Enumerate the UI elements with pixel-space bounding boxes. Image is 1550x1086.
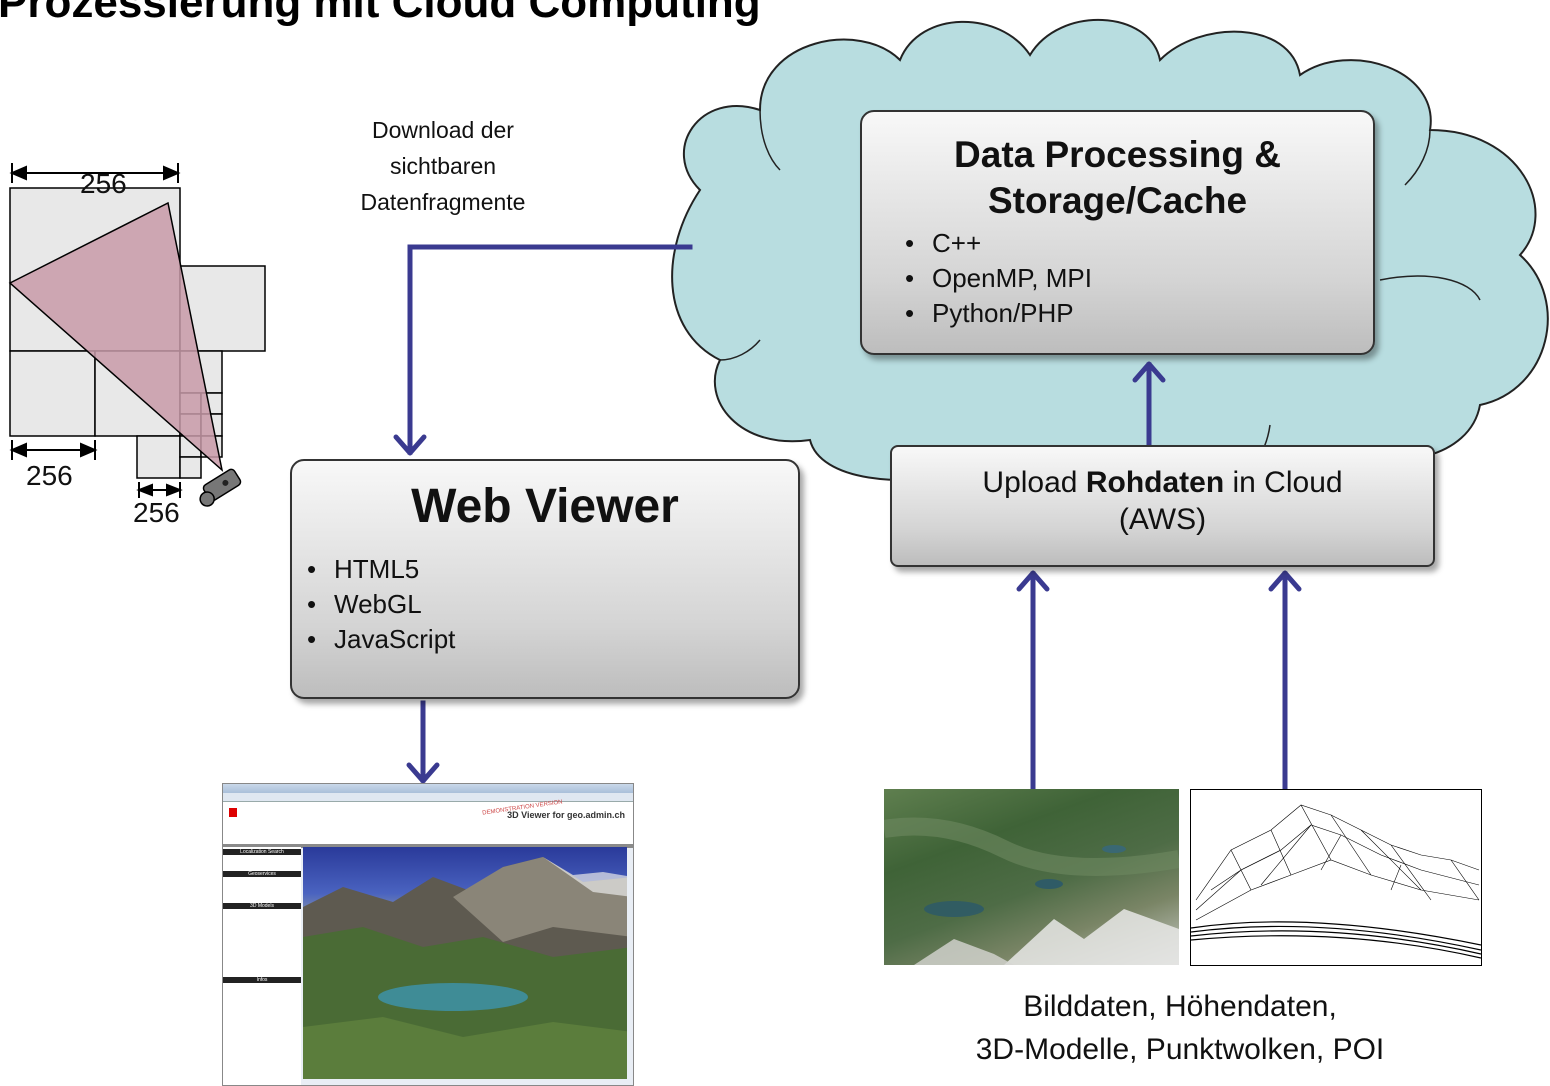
raw-data-caption: Bilddaten, Höhendaten, 3D-Modelle, Punkt… bbox=[975, 990, 1385, 1066]
processing-box-title: Data Processing & Storage/Cache bbox=[954, 134, 1281, 221]
list-item: C++ bbox=[892, 226, 1373, 261]
wireframe-image bbox=[1190, 789, 1482, 966]
camera-icon bbox=[199, 468, 242, 507]
dimension-label-left: 256 bbox=[26, 460, 73, 491]
upload-box: Upload Rohdaten in Cloud (AWS) bbox=[890, 445, 1435, 567]
web-viewer-tech-list: HTML5 WebGL JavaScript bbox=[294, 552, 798, 657]
processing-tech-list: C++ OpenMP, MPI Python/PHP bbox=[892, 226, 1373, 331]
list-item: HTML5 bbox=[294, 552, 798, 587]
arrow-download bbox=[407, 244, 693, 455]
dimension-label-small: 256 bbox=[133, 497, 180, 528]
screenshot-sidebar: Localization Search Geoservices 3D Model… bbox=[223, 847, 301, 1085]
download-label: Download der sichtbaren Datenfragmente bbox=[360, 117, 526, 215]
terrain-illustration bbox=[303, 857, 627, 1079]
list-item: WebGL bbox=[294, 587, 798, 622]
web-viewer-box: Web Viewer HTML5 WebGL JavaScript bbox=[290, 459, 800, 699]
browser-address-bar bbox=[223, 793, 633, 802]
processing-box: Data Processing & Storage/Cache C++ Open… bbox=[860, 110, 1375, 355]
list-item: OpenMP, MPI bbox=[892, 261, 1373, 296]
browser-tab-bar bbox=[223, 784, 633, 793]
terrain-view bbox=[303, 847, 627, 1079]
wireframe-illustration bbox=[1191, 804, 1481, 959]
screenshot-header: 3D Viewer for geo.admin.ch DEMONSTRATION… bbox=[223, 799, 633, 844]
list-item: JavaScript bbox=[294, 622, 798, 657]
page-title: Prozessierung mit Cloud Computing bbox=[0, 0, 761, 27]
web-viewer-screenshot: 3D Viewer for geo.admin.ch DEMONSTRATION… bbox=[222, 783, 634, 1086]
web-viewer-title: Web Viewer bbox=[411, 480, 679, 533]
dimension-label-top: 256 bbox=[80, 168, 127, 199]
satellite-illustration bbox=[884, 817, 1179, 965]
satellite-image bbox=[884, 789, 1179, 965]
connector-arrows bbox=[393, 244, 1302, 791]
list-item: Python/PHP bbox=[892, 296, 1373, 331]
tiling-diagram bbox=[8, 163, 266, 507]
swiss-flag-icon bbox=[229, 808, 237, 817]
